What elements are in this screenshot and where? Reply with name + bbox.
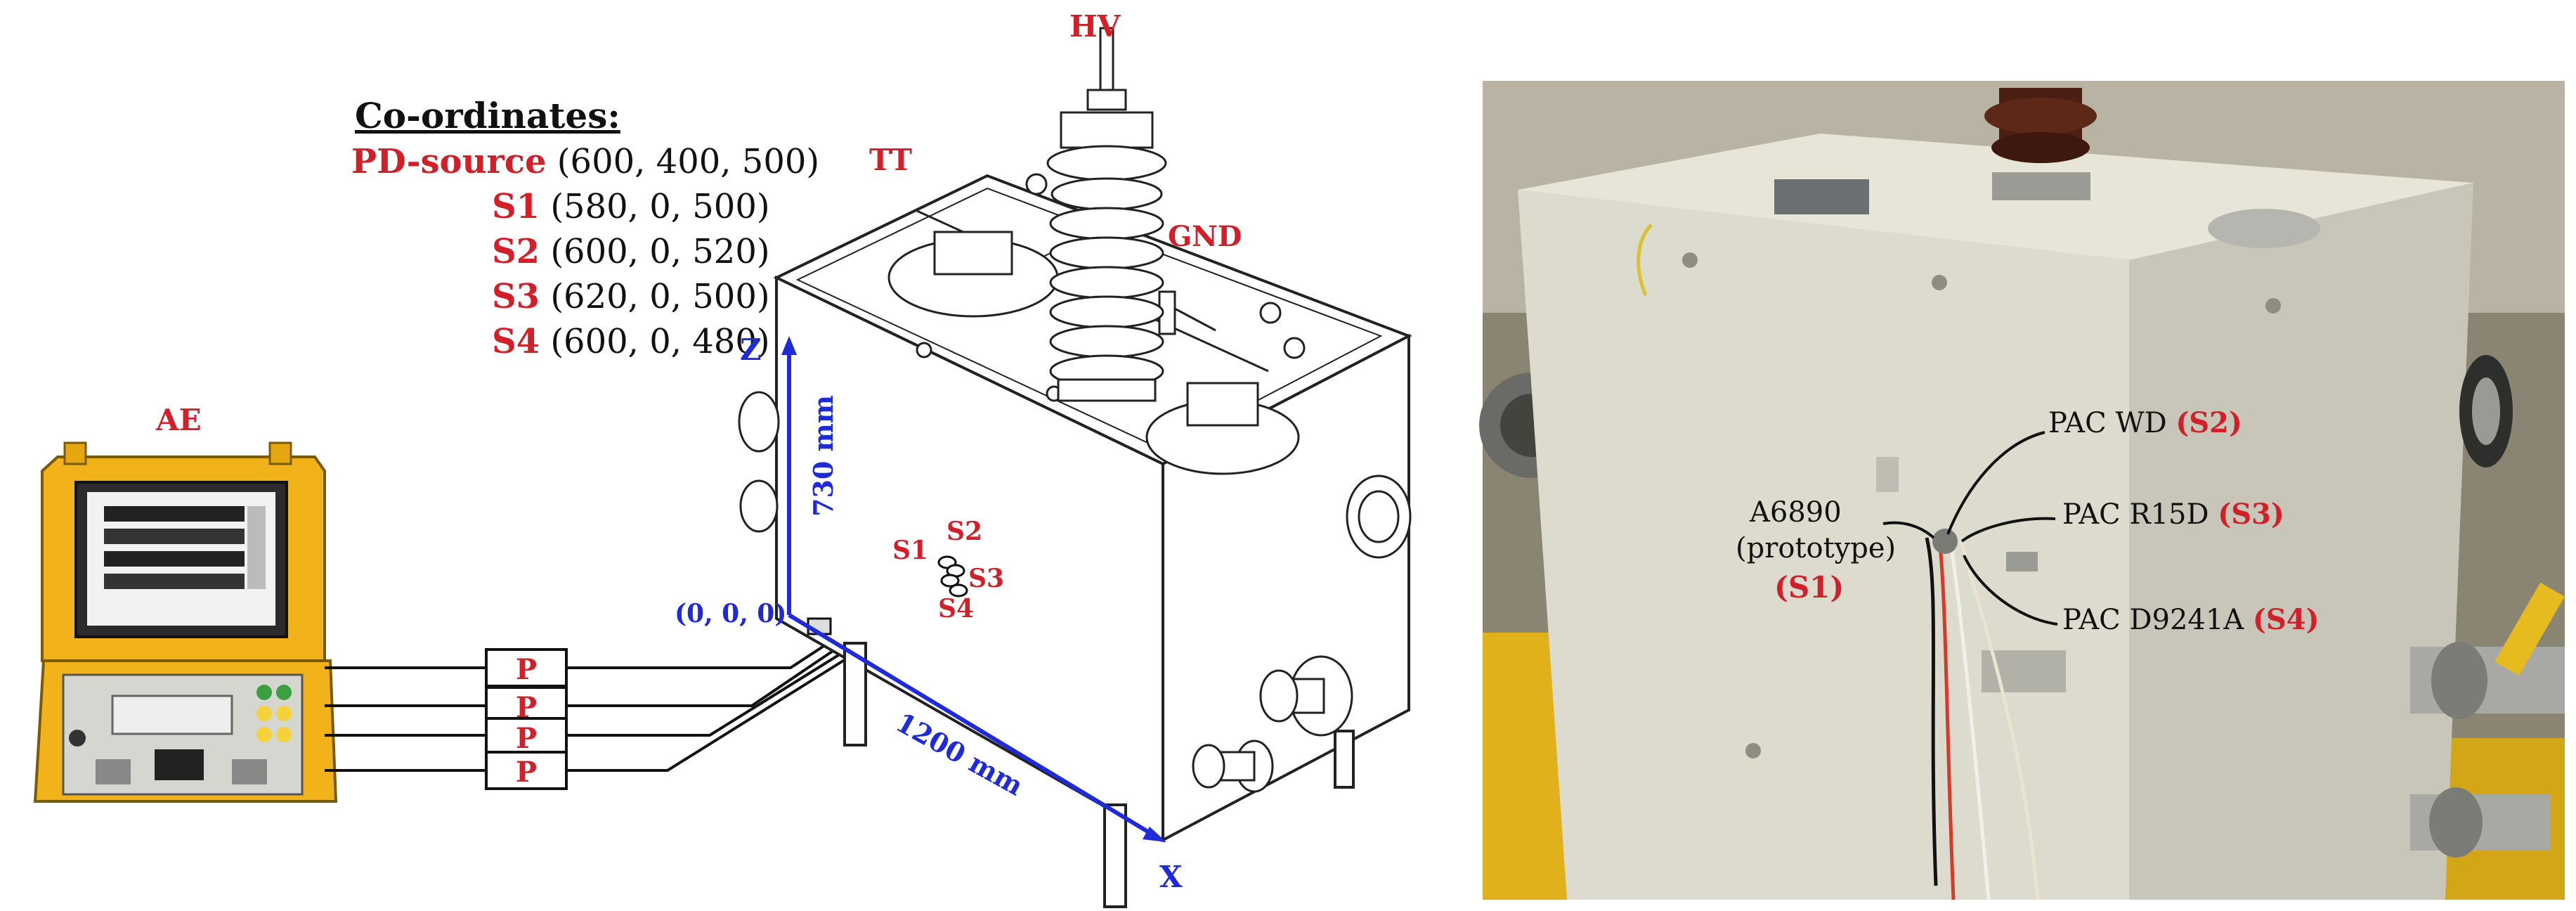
gnd-label: GND: [1168, 220, 1242, 253]
coord-row-s3: S3 (620, 0, 500): [492, 277, 770, 316]
photo-prototype-label: (prototype): [1736, 532, 1896, 564]
coord-row-pd-source: PD-source (600, 400, 500): [351, 142, 819, 181]
photo-pac-r15d-label: PAC R15D (S3): [2062, 498, 2284, 531]
z-dimension-label: 730 mm: [807, 395, 839, 517]
svg-text:P: P: [516, 722, 537, 755]
x-axis-arrow: [1143, 827, 1166, 842]
tank-fittings: [887, 173, 1306, 475]
svg-text:P: P: [516, 653, 537, 686]
photo-tank-front: [1518, 190, 2129, 900]
coord-row-s4: S4 (600, 0, 480): [492, 322, 770, 361]
ae-keyboard: [111, 694, 233, 735]
photo-s1-label: (S1): [1774, 570, 1844, 605]
hv-bushing: [1046, 27, 1167, 402]
photo-leader-lines: [1882, 431, 2058, 626]
x-axis-line: [788, 613, 1157, 839]
sensor-heads: [807, 555, 968, 635]
tank-flanges: [738, 391, 1412, 793]
s2-label: S2: [947, 517, 982, 546]
origin-label: (0, 0, 0): [675, 599, 786, 628]
coord-label: PD-source: [351, 142, 547, 181]
s3-label: S3: [968, 564, 1004, 593]
x-axis-label: X: [1159, 860, 1183, 894]
z-axis-arrow: [781, 336, 797, 355]
s1-label: S1: [892, 536, 928, 565]
preamp-box: [485, 648, 568, 687]
coord-row-s2: S2 (600, 0, 520): [492, 232, 770, 271]
coord-value: (600, 400, 500): [557, 142, 819, 181]
ae-label: AE: [155, 403, 202, 437]
preamp-box: [485, 751, 568, 790]
photo-pac-d9241a-label: PAC D9241A (S4): [2062, 603, 2320, 636]
photo-pac-wd-label: PAC WD (S2): [2048, 406, 2242, 439]
test-photo: A6890 (prototype) (S1) PAC WD (S2) PAC R…: [1479, 81, 2565, 900]
photo-a6890-label: A6890: [1749, 496, 1842, 529]
s4-label: S4: [938, 594, 974, 624]
svg-text:P: P: [516, 756, 537, 789]
ae-instrument: AE: [33, 403, 338, 803]
tt-label: TT: [869, 143, 912, 177]
photo-tank-side: [2129, 183, 2473, 900]
coordinates-heading: Co-ordinates:: [355, 95, 620, 136]
coordinates-table: Co-ordinates: PD-source (600, 400, 500) …: [351, 95, 819, 361]
hv-label: HV: [1069, 9, 1121, 44]
preamp-group: P P P P: [485, 648, 568, 790]
coord-row-s1: S1 (580, 0, 500): [492, 187, 770, 226]
z-axis-label: Z: [740, 332, 762, 367]
